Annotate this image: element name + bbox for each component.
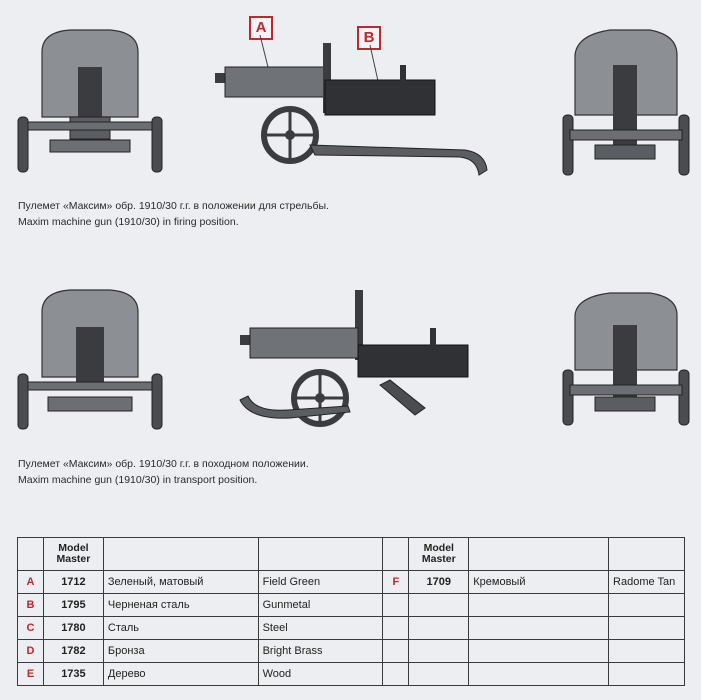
- caption-firing: Пулемет «Максим» обр. 1910/30 г.г. в пол…: [18, 198, 329, 230]
- caption-transport: Пулемет «Максим» обр. 1910/30 г.г. в пох…: [18, 456, 309, 488]
- row-en: Bright Brass: [257, 639, 384, 663]
- front-view-firing: [17, 29, 163, 173]
- row-ru: Кремовый: [468, 570, 610, 594]
- paint-table: Model Master Model Master A 1712 Зеленый…: [17, 537, 685, 686]
- caption-firing-ru: Пулемет «Максим» обр. 1910/30 г.г. в пол…: [18, 200, 329, 212]
- row-ru: Сталь: [102, 616, 259, 640]
- row-code: 1712: [42, 570, 104, 594]
- row-code: 1709: [408, 570, 470, 594]
- table-header-row: Model Master Model Master: [17, 537, 685, 571]
- row-ru: Зеленый, матовый: [102, 570, 259, 594]
- header-model-master-right: Model Master: [408, 537, 470, 571]
- row-en: Radome Tan: [608, 570, 685, 594]
- caption-transport-en: Maxim machine gun (1910/30) in transport…: [18, 474, 258, 486]
- table-row: E 1735 Дерево Wood: [17, 662, 685, 686]
- row-en: Wood: [257, 662, 384, 686]
- row-code: 1782: [42, 639, 104, 663]
- callout-a: A: [249, 16, 273, 40]
- row-ru: Бронза: [102, 639, 259, 663]
- row-code: 1795: [42, 593, 104, 617]
- table-row: C 1780 Сталь Steel: [17, 616, 685, 640]
- callout-b: B: [357, 26, 381, 50]
- row-letter: F: [382, 570, 410, 594]
- side-view-transport: [239, 290, 469, 427]
- row-letter: B: [17, 593, 44, 617]
- row-letter: A: [17, 570, 44, 594]
- header-blank: [17, 537, 44, 571]
- row-code: 1735: [42, 662, 104, 686]
- front-view-transport: [17, 289, 163, 430]
- table-row: D 1782 Бронза Bright Brass: [17, 639, 685, 663]
- row-ru: Черненая сталь: [102, 593, 259, 617]
- row-code: 1780: [42, 616, 104, 640]
- row-letter: D: [17, 639, 44, 663]
- rear-view-firing: [562, 29, 690, 176]
- row-en: Gunmetal: [257, 593, 384, 617]
- row-ru: Дерево: [102, 662, 259, 686]
- rear-view-transport: [562, 292, 690, 426]
- caption-firing-en: Maxim machine gun (1910/30) in firing po…: [18, 216, 239, 228]
- table-row: B 1795 Черненая сталь Gunmetal: [17, 593, 685, 617]
- table-row: A 1712 Зеленый, матовый Field Green F 17…: [17, 570, 685, 594]
- header-model-master-left: Model Master: [42, 537, 104, 571]
- row-en: Steel: [257, 616, 384, 640]
- row-en: Field Green: [257, 570, 384, 594]
- caption-transport-ru: Пулемет «Максим» обр. 1910/30 г.г. в пох…: [18, 458, 309, 470]
- row-letter: E: [17, 662, 44, 686]
- side-view-firing: [215, 35, 488, 176]
- row-letter: C: [17, 616, 44, 640]
